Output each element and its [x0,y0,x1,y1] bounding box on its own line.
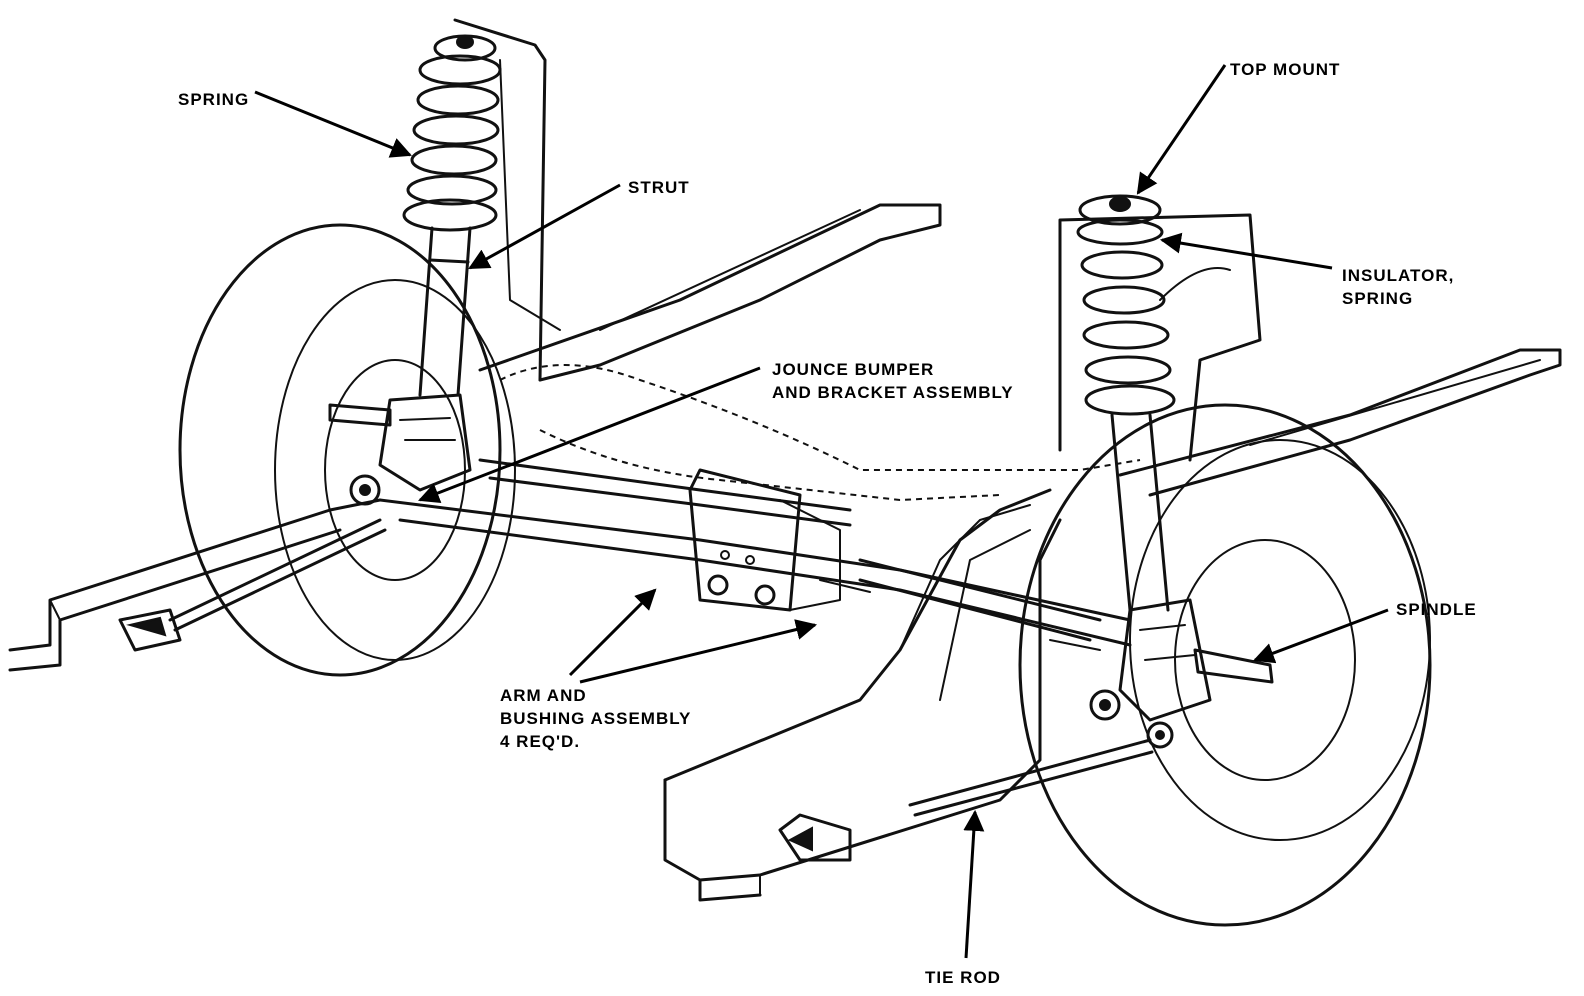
center-bracket [688,468,841,612]
arm-label-line3: 4 REQ'D. [500,732,581,751]
insulator-label-line1: INSULATOR, [1342,266,1455,285]
insulator-spring-label: INSULATOR, SPRING [1342,264,1454,310]
left-body-panel-edge [499,59,561,331]
arm-label-line2: BUSHING ASSEMBLY [500,709,692,728]
jounce-bumper-label: JOUNCE BUMPER AND BRACKET ASSEMBLY [772,358,1014,404]
insulator-label-line2: SPRING [1342,289,1414,308]
floor-outline-lower [539,429,1001,502]
spring-label: SPRING [178,90,250,109]
arm-and-bushing-assemblies [378,458,1132,651]
right-wheel [1018,403,1432,927]
jounce-leader [418,366,761,503]
arm-leader-2 [579,619,818,684]
right-body-panel [1058,213,1262,462]
top-mount-label: TOP MOUNT [1230,60,1341,79]
frame-rails [8,203,1562,902]
left-body-panel [453,18,547,382]
left-tie-rod-lower [173,528,387,632]
tie-rod-leader [963,809,985,959]
right-strut-assembly [1076,194,1274,749]
arm-label-line1: ARM AND [500,686,587,705]
spring-leader [254,90,412,158]
left-strut-assembly [328,34,502,506]
strut-label: STRUT [628,178,690,197]
insulator-leader [1159,232,1333,270]
tie-rod-label: TIE ROD [925,968,1001,987]
spindle-label: SPINDLE [1396,600,1477,619]
strut-leader [468,183,621,270]
jounce-label-line2: AND BRACKET ASSEMBLY [772,383,1014,402]
tie-rod [908,738,1154,817]
jounce-bumper-bracket [118,608,852,862]
left-wheel [178,223,516,677]
arm-bushing-label: ARM AND BUSHING ASSEMBLY 4 REQ'D. [500,684,691,753]
arm-leader-1 [568,588,657,677]
floor-outline [499,364,1141,471]
spindle-leader [1253,608,1389,664]
jounce-label-line1: JOUNCE BUMPER [772,360,935,379]
top-mount-leader [1136,64,1227,195]
left-tie-rod [168,518,382,622]
right-panel-curve [1159,267,1231,301]
